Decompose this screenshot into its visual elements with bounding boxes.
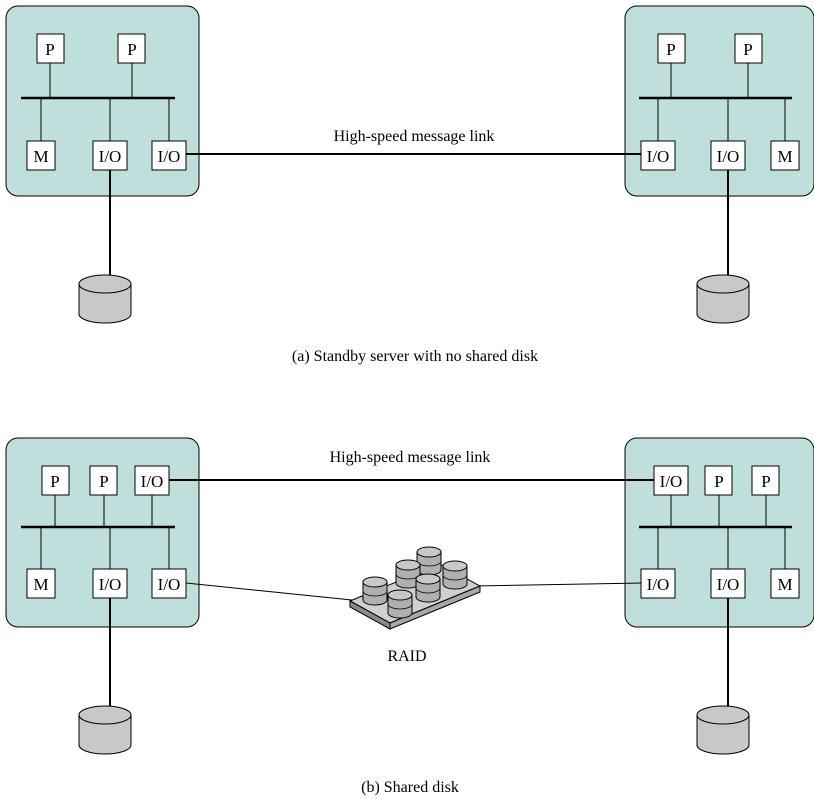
right-server-node: P P I/O I/O M: [624, 5, 814, 197]
memory-label: M: [777, 575, 792, 594]
io-label: I/O: [660, 472, 683, 491]
processor-box: [117, 33, 146, 64]
processor-label: P: [714, 472, 723, 491]
processor-box: [89, 465, 118, 496]
right-server-node: I/O P P I/O I/O M: [624, 437, 814, 628]
io-label: I/O: [647, 147, 670, 166]
message-link-label: High-speed message link: [334, 128, 495, 145]
memory-label: M: [33, 147, 48, 166]
left-server-node: P P I/O M I/O I/O: [5, 437, 200, 628]
disk-icon: [696, 705, 750, 755]
caption-a: (a) Standby server with no shared disk: [292, 348, 538, 365]
io-label: I/O: [141, 472, 164, 491]
io-label: I/O: [99, 147, 122, 166]
processor-label: P: [45, 40, 54, 59]
memory-label: M: [777, 147, 792, 166]
processor-label: P: [743, 40, 752, 59]
caption-b: (b) Shared disk: [361, 779, 459, 796]
processor-box: [751, 465, 780, 496]
io-label: I/O: [717, 147, 740, 166]
processor-box: [657, 33, 686, 64]
processor-label: P: [666, 40, 675, 59]
left-server-node: P P M I/O I/O: [5, 5, 200, 197]
io-box: [640, 140, 676, 171]
io-label: I/O: [158, 575, 181, 594]
disk-icon: [696, 274, 750, 324]
raid-link: [475, 582, 642, 587]
raid-array-icon: [348, 546, 482, 630]
io-box: [134, 465, 170, 496]
io-box: [151, 568, 187, 599]
diagram-a: P P M I/O I/O P P I/O I/O: [5, 5, 814, 365]
io-box: [710, 568, 746, 599]
processor-box: [41, 465, 70, 496]
memory-box: [26, 568, 56, 599]
processor-label: P: [127, 40, 136, 59]
processor-box: [704, 465, 733, 496]
io-box: [151, 140, 187, 171]
io-box: [640, 568, 676, 599]
processor-label: P: [50, 472, 59, 491]
processor-box: [36, 33, 65, 64]
disk-icon: [78, 274, 132, 324]
processor-label: P: [99, 472, 108, 491]
memory-box: [26, 140, 56, 171]
processor-label: P: [761, 472, 770, 491]
disk-icon: [78, 705, 132, 755]
io-label: I/O: [99, 575, 122, 594]
io-label: I/O: [647, 575, 670, 594]
memory-box: [770, 140, 800, 171]
raid-label: RAID: [387, 648, 426, 665]
processor-box: [734, 33, 763, 64]
message-link-label: High-speed message link: [330, 449, 491, 466]
io-box: [710, 140, 746, 171]
io-box: [653, 465, 689, 496]
memory-box: [770, 568, 800, 599]
diagram-b: P P I/O M I/O I/O I/O P: [5, 437, 814, 796]
io-label: I/O: [158, 147, 181, 166]
memory-label: M: [33, 575, 48, 594]
io-label: I/O: [717, 575, 740, 594]
raid-link: [185, 582, 353, 601]
